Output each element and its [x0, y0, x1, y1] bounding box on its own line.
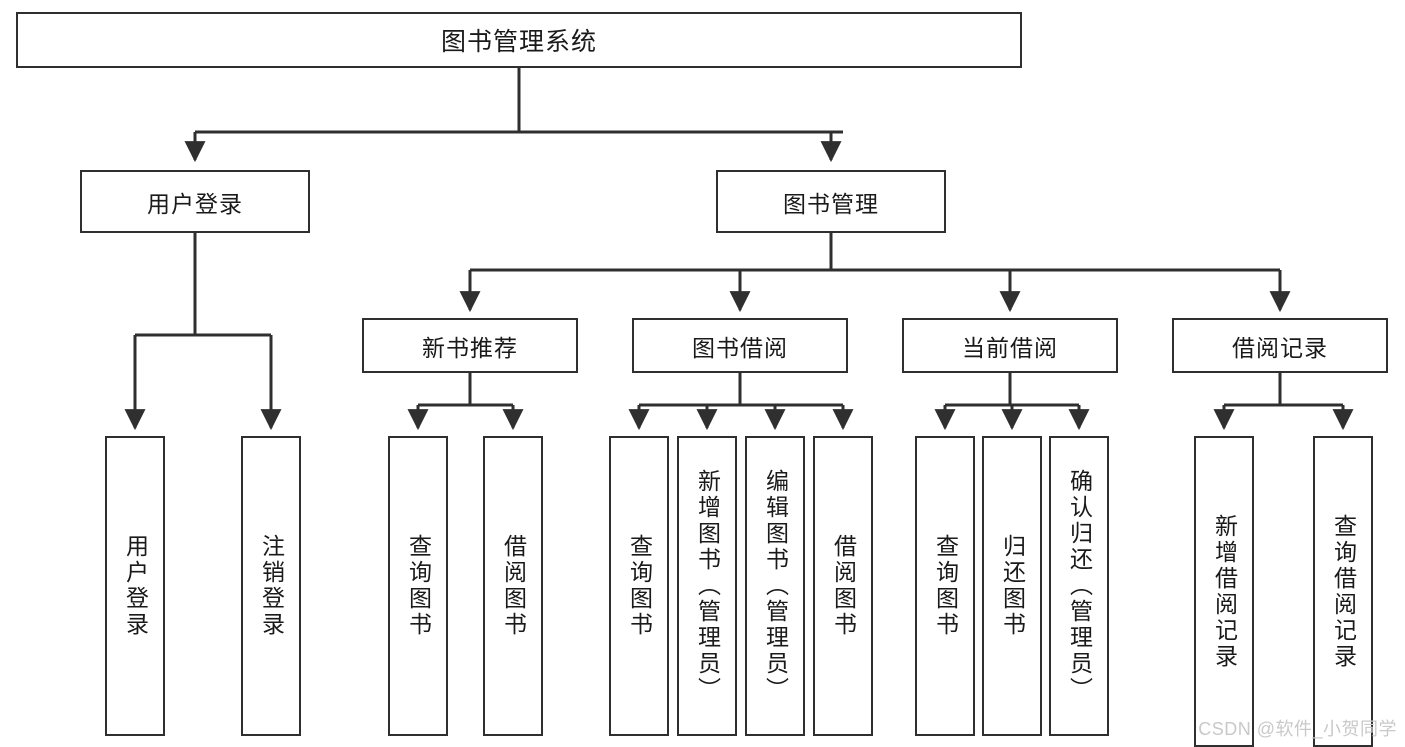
node-label: 归还图书 [999, 534, 1026, 638]
node-label: 确认归还（管理员） [1066, 469, 1093, 703]
node-leaf-add-borrow-record[interactable]: 新增借阅记录 [1194, 436, 1254, 747]
node-label: 查询借阅记录 [1330, 513, 1357, 670]
node-label: 新书推荐 [422, 334, 518, 361]
node-leaf-add-book-admin[interactable]: 新增图书（管理员） [677, 436, 737, 736]
node-book-management[interactable]: 图书管理 [716, 170, 946, 233]
node-new-book-recommend[interactable]: 新书推荐 [362, 318, 578, 373]
node-label: 用户登录 [122, 534, 149, 638]
node-label: 新增图书（管理员） [694, 469, 721, 703]
node-leaf-borrow-book[interactable]: 借阅图书 [813, 436, 873, 736]
node-label: 借阅图书 [500, 534, 527, 638]
node-leaf-return-book[interactable]: 归还图书 [982, 436, 1042, 736]
watermark: CSDN @软件_小贺同学 [1198, 719, 1397, 739]
node-label: 新增借阅记录 [1211, 513, 1238, 670]
node-leaf-query-book-current[interactable]: 查询图书 [915, 436, 975, 736]
node-borrow-records[interactable]: 借阅记录 [1172, 318, 1388, 373]
node-leaf-query-book-newbook[interactable]: 查询图书 [388, 436, 448, 736]
node-leaf-borrow-book-newbook[interactable]: 借阅图书 [483, 436, 543, 736]
node-label: 查询图书 [405, 534, 432, 638]
node-current-borrow[interactable]: 当前借阅 [902, 318, 1118, 373]
node-leaf-user-login[interactable]: 用户登录 [105, 436, 165, 736]
node-label: 注销登录 [258, 534, 285, 638]
node-label: 查询图书 [626, 534, 653, 638]
node-user-login[interactable]: 用户登录 [80, 170, 310, 233]
node-label: 图书管理系统 [440, 28, 597, 56]
node-leaf-logout[interactable]: 注销登录 [241, 436, 301, 736]
node-leaf-query-borrow-record[interactable]: 查询借阅记录 [1313, 436, 1373, 747]
node-leaf-query-book-borrow[interactable]: 查询图书 [609, 436, 669, 736]
node-label: 查询图书 [932, 534, 959, 638]
node-label: 借阅记录 [1232, 334, 1328, 361]
node-label: 编辑图书（管理员） [762, 469, 789, 703]
node-book-borrow[interactable]: 图书借阅 [632, 318, 848, 373]
node-label: 当前借阅 [962, 334, 1058, 361]
node-leaf-confirm-return-admin[interactable]: 确认归还（管理员） [1049, 436, 1109, 736]
node-label: 借阅图书 [830, 534, 857, 638]
node-label: 用户登录 [147, 190, 243, 217]
node-root-system[interactable]: 图书管理系统 [16, 12, 1022, 68]
node-leaf-edit-book-admin[interactable]: 编辑图书（管理员） [745, 436, 805, 736]
node-label: 图书管理 [783, 190, 879, 217]
node-label: 图书借阅 [692, 334, 788, 361]
